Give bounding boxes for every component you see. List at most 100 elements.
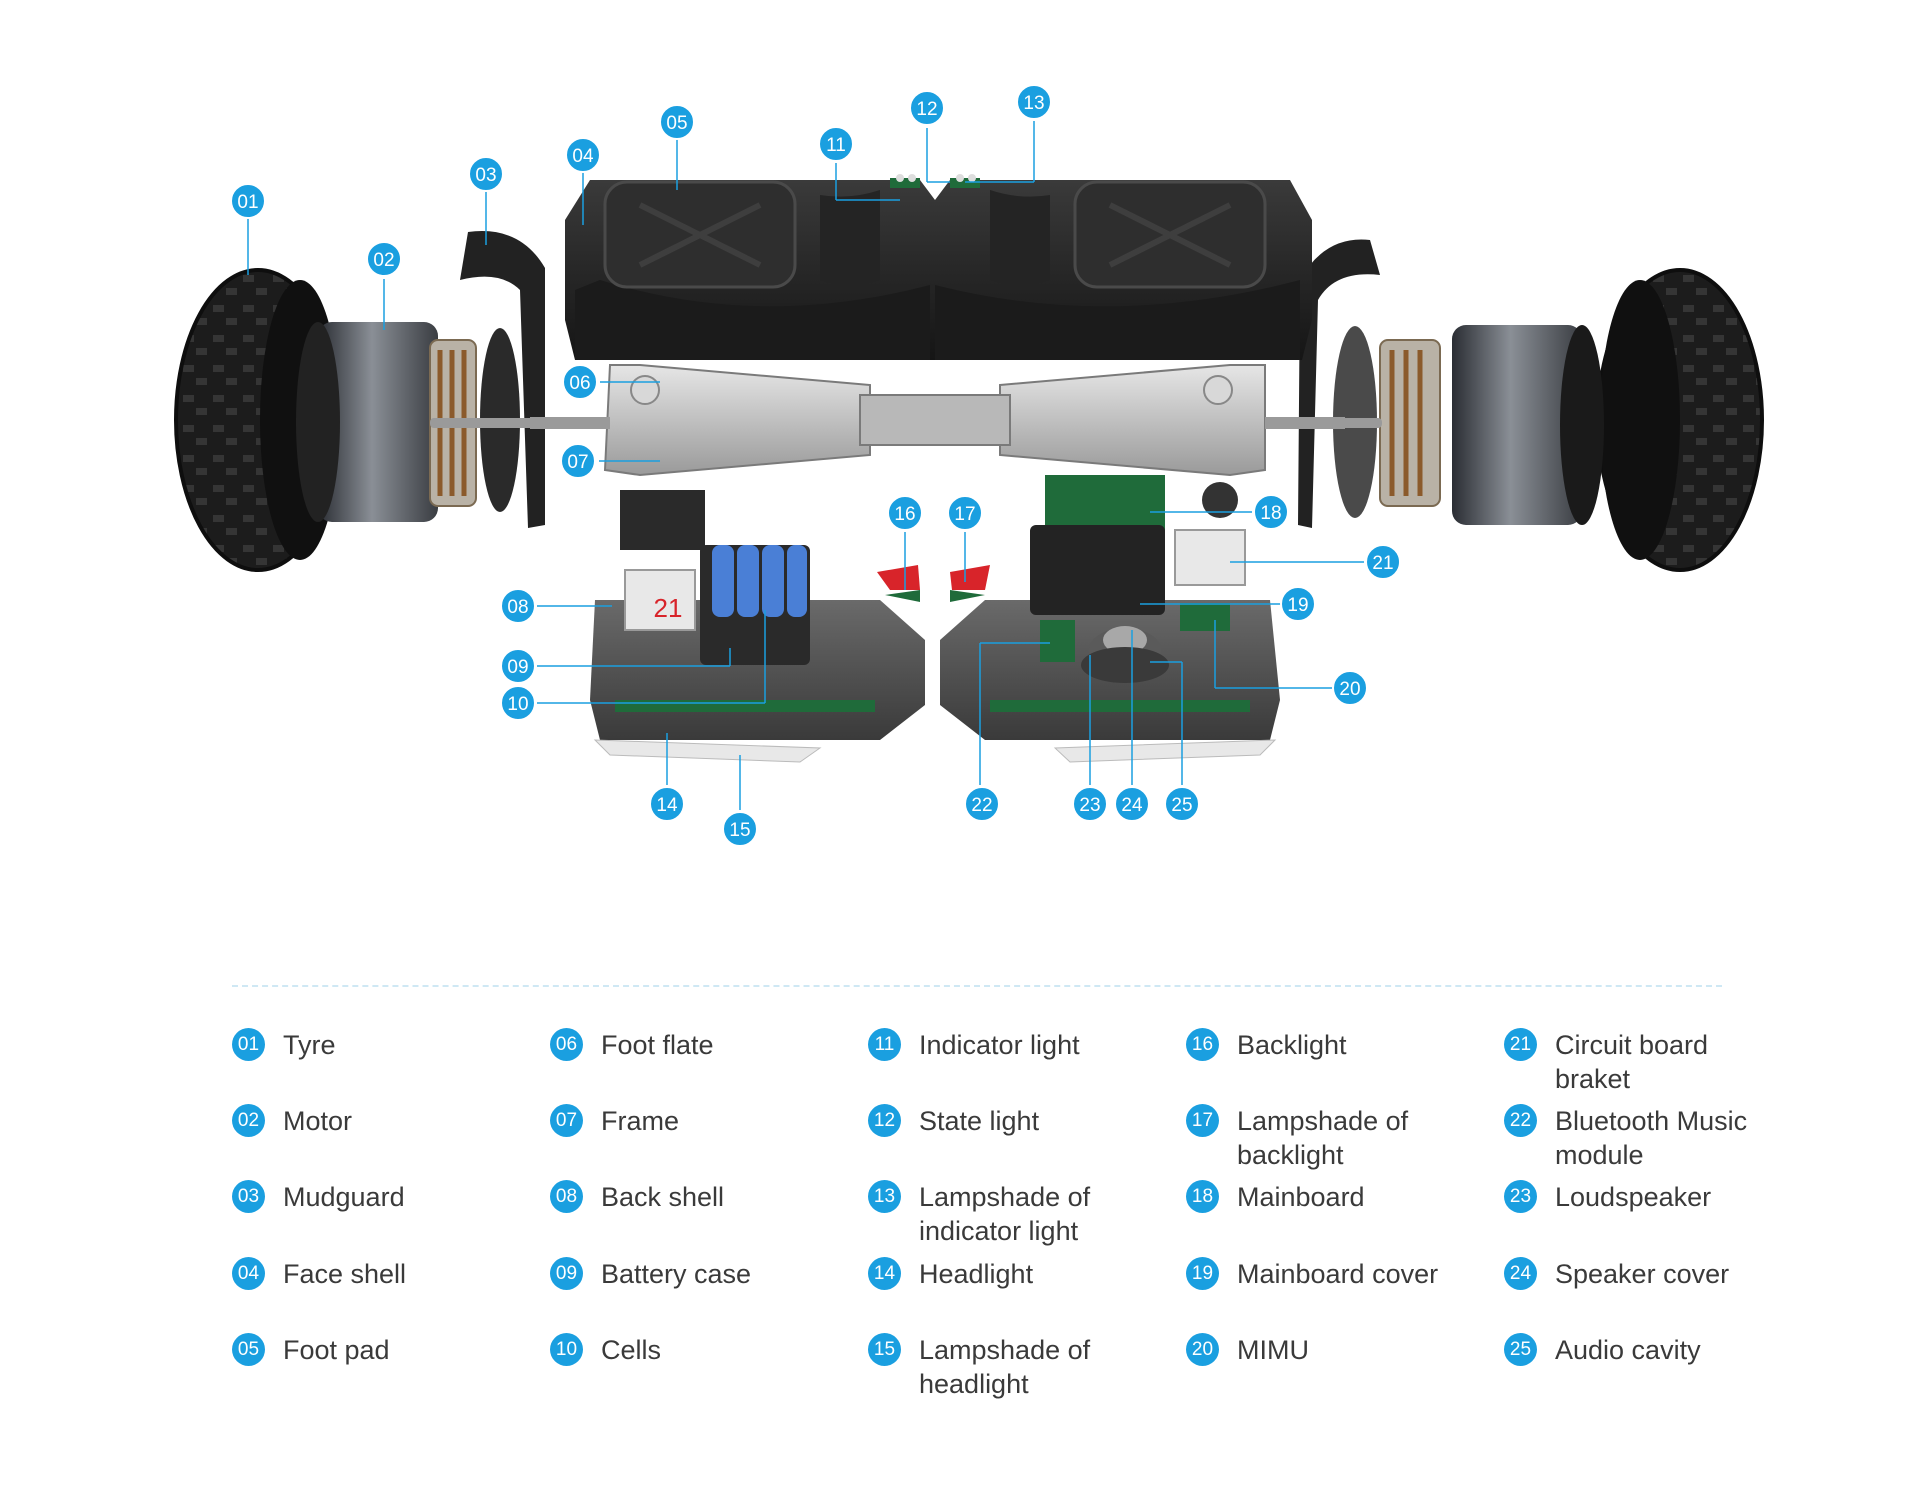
callout-number: 04 xyxy=(572,146,594,167)
callout-number: 15 xyxy=(729,820,750,841)
callout-badge-25: 25 xyxy=(1164,786,1200,822)
legend-item-10: 10 Cells xyxy=(550,1333,850,1367)
legend-item-22: 22 Bluetooth Music module xyxy=(1504,1104,1804,1172)
legend-label: Backlight xyxy=(1237,1030,1347,1060)
legend-number-badge: 05 xyxy=(232,1333,265,1366)
right-tyre xyxy=(1596,268,1764,572)
bluetooth-module xyxy=(1040,620,1075,662)
legend-label: Foot pad xyxy=(283,1335,390,1365)
legend-label: Mainboard cover xyxy=(1237,1259,1439,1289)
callout-badge-24: 24 xyxy=(1114,786,1150,822)
callout-number: 09 xyxy=(507,657,528,678)
legend-number-badge: 22 xyxy=(1504,1104,1537,1137)
legend-label: Lampshade of headlight xyxy=(919,1335,1091,1399)
legend-number-badge: 01 xyxy=(232,1028,265,1061)
callout-badge-01: 01 xyxy=(230,183,266,219)
legend-number-badge: 18 xyxy=(1186,1180,1219,1213)
legend-item-01: 01 Tyre xyxy=(232,1028,532,1062)
backlights xyxy=(877,565,990,602)
callout-badge-04: 04 xyxy=(565,137,601,173)
legend-label: Bluetooth Music module xyxy=(1555,1106,1748,1170)
legend-label: Lampshade of backlight xyxy=(1237,1106,1409,1170)
callout-badge-14: 14 xyxy=(649,786,685,822)
mainboard-cover xyxy=(1030,525,1165,615)
callout-badge-03: 03 xyxy=(468,156,504,192)
callout-badge-19: 19 xyxy=(1280,586,1316,622)
callout-leader-lines xyxy=(247,120,1364,810)
callout-number: 12 xyxy=(916,99,937,120)
callout-number: 05 xyxy=(666,113,687,134)
legend-number-badge: 13 xyxy=(868,1180,901,1213)
callout-badge-09: 09 xyxy=(500,648,536,684)
callout-number: 18 xyxy=(1260,503,1281,524)
legend-number-badge: 19 xyxy=(1186,1257,1219,1290)
callout-number: 17 xyxy=(954,504,975,525)
callout-badge-18: 18 xyxy=(1253,494,1289,530)
circuit-board-bracket-left: 21 xyxy=(624,569,696,631)
legend-label: Motor xyxy=(283,1106,353,1136)
callout-badge-21: 21 xyxy=(1365,544,1401,580)
legend-label: Lampshade of indicator light xyxy=(919,1182,1091,1246)
legend-number-badge: 10 xyxy=(550,1333,583,1366)
callout-badge-16: 16 xyxy=(887,495,923,531)
legend-number-badge: 23 xyxy=(1504,1180,1537,1213)
callout-badge-23: 23 xyxy=(1072,786,1108,822)
callout-badge-17: 17 xyxy=(947,495,983,531)
callout-badge-10: 10 xyxy=(500,685,536,721)
right-foot-pad xyxy=(990,180,1267,289)
legend-label: Face shell xyxy=(283,1259,407,1289)
legend-number-badge: 07 xyxy=(550,1104,583,1137)
legend-number-badge: 04 xyxy=(232,1257,265,1290)
legend-number-badge: 08 xyxy=(550,1180,583,1213)
legend-number-badge: 14 xyxy=(868,1257,901,1290)
legend-item-14: 14 Headlight xyxy=(868,1257,1168,1291)
legend-item-05: 05 Foot pad xyxy=(232,1333,532,1367)
callout-number: 25 xyxy=(1171,795,1192,816)
left-foot-pad xyxy=(603,180,880,289)
exploded-hoverboard-diagram: 21 xyxy=(174,84,1764,847)
callout-number: 07 xyxy=(567,452,588,473)
callout-number: 02 xyxy=(373,250,394,271)
callout-badge-12: 12 xyxy=(909,90,945,126)
legend-label: Foot flate xyxy=(601,1030,714,1060)
legend-number-badge: 15 xyxy=(868,1333,901,1366)
legend-item-12: 12 State light xyxy=(868,1104,1168,1138)
legend-label: Tyre xyxy=(283,1030,336,1060)
callout-number: 11 xyxy=(826,135,846,156)
callout-number: 20 xyxy=(1339,679,1360,700)
battery-cells xyxy=(712,545,807,617)
legend-item-04: 04 Face shell xyxy=(232,1257,532,1291)
legend-label: State light xyxy=(919,1106,1040,1136)
legend-number-badge: 25 xyxy=(1504,1333,1537,1366)
callout-number: 01 xyxy=(237,192,258,213)
legend-label: Cells xyxy=(601,1335,662,1365)
legend-number-badge: 06 xyxy=(550,1028,583,1061)
legend-item-19: 19 Mainboard cover xyxy=(1186,1257,1486,1291)
callout-badge-02: 02 xyxy=(366,241,402,277)
headlight-lampshades xyxy=(593,739,1277,763)
callout-badge-15: 15 xyxy=(722,811,758,847)
loudspeaker xyxy=(1081,626,1169,683)
legend-number-badge: 03 xyxy=(232,1180,265,1213)
callout-number: 21 xyxy=(1372,553,1393,574)
callout-badge-22: 22 xyxy=(964,786,1000,822)
callout-badge-07: 07 xyxy=(560,443,596,479)
indicator-light-boards xyxy=(890,174,980,188)
callout-badge-20: 20 xyxy=(1332,670,1368,706)
circuit-board-bracket-right xyxy=(1174,529,1246,586)
legend-number-badge: 12 xyxy=(868,1104,901,1137)
frame xyxy=(530,364,1345,477)
legend-label: Headlight xyxy=(919,1259,1034,1289)
